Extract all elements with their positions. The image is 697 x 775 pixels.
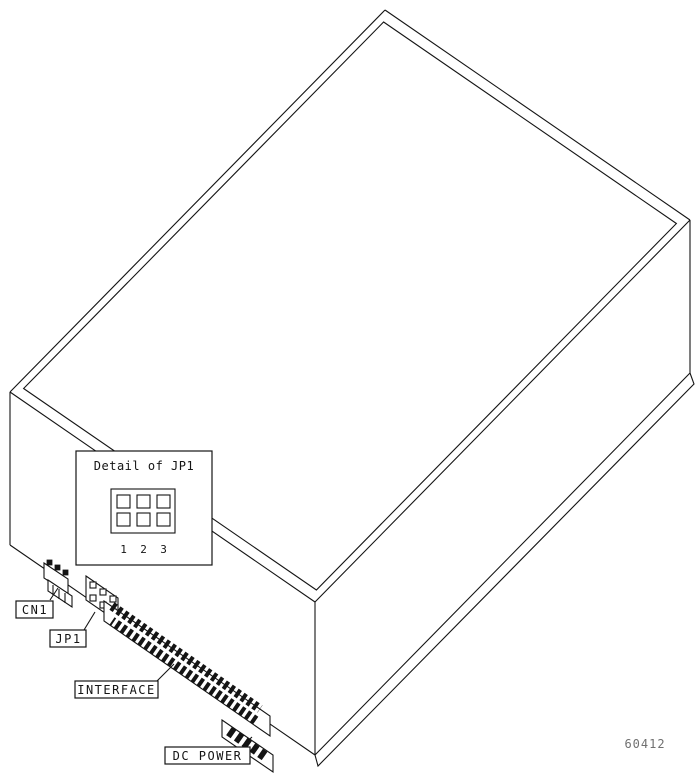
callout-interface: INTERFACE: [74, 663, 175, 699]
enclosure-edges: [9, 9, 691, 756]
detail-jumper-outline: [110, 488, 176, 534]
dc-power-connector: [221, 718, 274, 774]
lid-seam: [22, 21, 678, 591]
figure-number: 60412: [624, 737, 665, 751]
detail-inset: Detail of JP1 1 2 3: [75, 450, 213, 566]
enclosure-outline: [9, 9, 695, 768]
dc-power-label-box: [164, 746, 251, 765]
dc-power-label: DC POWER: [173, 749, 243, 763]
interface-pin-row-bottom: [109, 617, 261, 726]
detail-pin-square: [136, 512, 151, 527]
dc-power-leader-line: [241, 736, 253, 747]
jp1-pin: [99, 588, 107, 596]
cn1-pin-lines: [52, 585, 66, 603]
jp1-label: JP1: [55, 632, 81, 646]
interface-connector: [103, 599, 271, 738]
cn1-label-box: [15, 600, 54, 619]
detail-pin-number-2: 2: [140, 543, 147, 556]
interface-label-box: [74, 680, 159, 699]
cn1-pin: [54, 564, 61, 571]
cn1-label: CN1: [22, 603, 48, 617]
base-flange: [314, 372, 695, 768]
detail-title: Detail of JP1: [94, 459, 194, 473]
detail-pin-square: [116, 494, 131, 509]
detail-pin-number-1: 1: [120, 543, 127, 556]
interface-label: INTERFACE: [77, 683, 156, 697]
cn1-connector: [43, 559, 73, 609]
cn1-pin: [46, 559, 53, 566]
interface-pin-row-top: [109, 602, 263, 713]
jp1-leader-line: [83, 611, 96, 631]
callout-cn1: CN1: [15, 587, 59, 619]
jp1-label-box: [49, 629, 87, 648]
cn1-pin: [62, 569, 69, 576]
jp1-pin: [109, 595, 117, 603]
callout-jp1: JP1: [49, 611, 96, 648]
detail-pin-square: [156, 494, 171, 509]
cn1-body: [47, 578, 73, 609]
detail-pin-square: [136, 494, 151, 509]
detail-pin-square: [116, 512, 131, 527]
interface-leader-line: [154, 663, 175, 684]
jp1-pin: [89, 581, 97, 589]
detail-pin-square: [156, 512, 171, 527]
callout-dc-power: DC POWER: [164, 736, 253, 765]
cn1-leader-line: [49, 587, 59, 601]
jp1-pin: [89, 594, 97, 602]
detail-pin-number-3: 3: [160, 543, 167, 556]
dc-power-pin-row: [226, 726, 269, 762]
